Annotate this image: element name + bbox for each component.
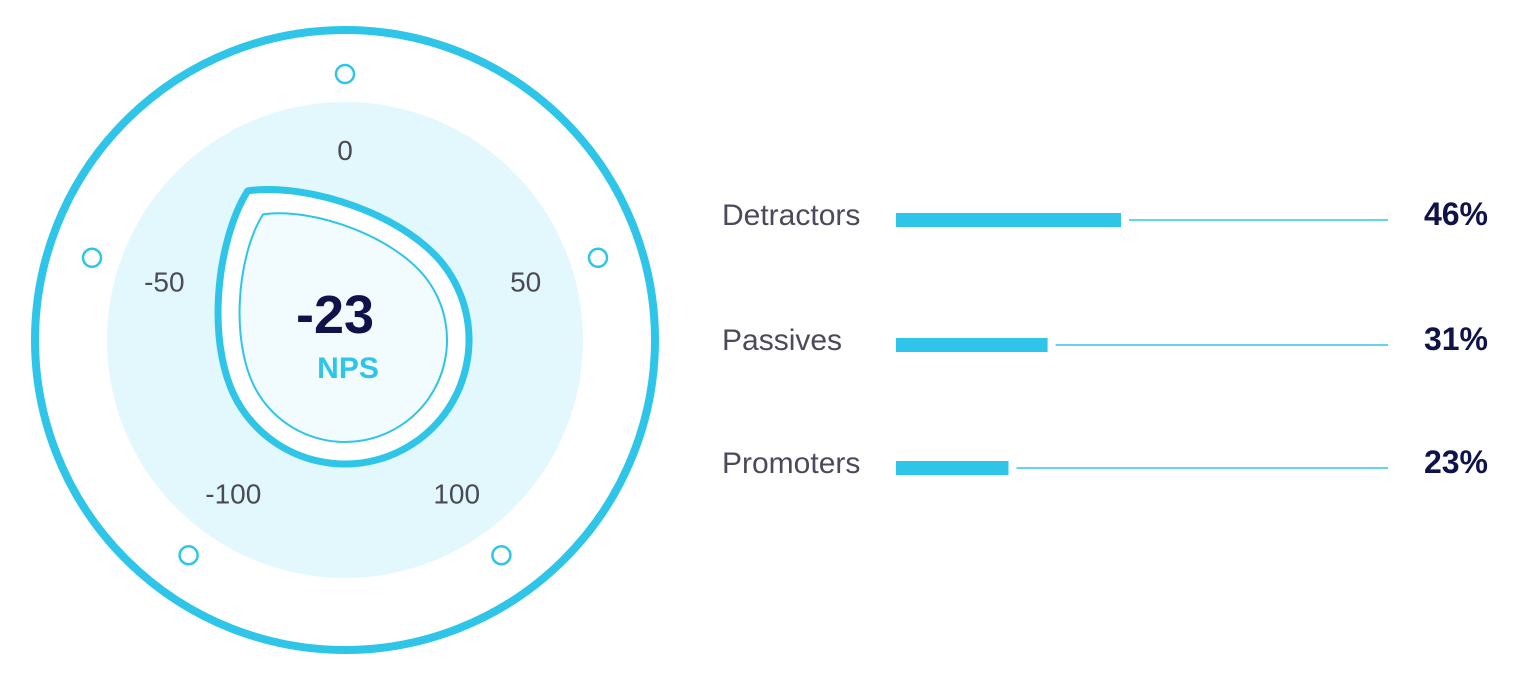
- segment-bar: [896, 338, 1048, 352]
- nps-gauge: 0 50 100 -100 -50 -23 NPS: [31, 26, 659, 654]
- segment-bar: [896, 213, 1121, 227]
- gauge-tick-dot: [178, 544, 199, 566]
- gauge-tick-dot: [491, 544, 512, 566]
- gauge-tick-dot: [587, 247, 609, 269]
- gauge-pointer: [214, 186, 473, 468]
- segment-label: Passives: [722, 324, 842, 357]
- segment-bar: [896, 461, 1009, 475]
- nps-score-value: -23: [296, 285, 374, 345]
- gauge-tick-label: -100: [205, 479, 261, 510]
- nps-segment-bars: Detractors 46% Passives 31% Promoters 23%: [722, 196, 1488, 480]
- gauge-tick-label: 100: [433, 479, 480, 510]
- gauge-tick-labels: 0 50 100 -100 -50: [144, 135, 541, 510]
- segment-value: 46%: [1424, 196, 1488, 232]
- gauge-pointer-inner-outline: [238, 212, 449, 444]
- gauge-tick-label: 50: [510, 266, 541, 297]
- segment-value: 23%: [1424, 444, 1488, 480]
- gauge-tick-label: -50: [144, 266, 184, 297]
- nps-score-unit: NPS: [317, 352, 379, 385]
- gauge-outer-ring: [31, 26, 659, 654]
- gauge-tick-label: 0: [337, 135, 353, 166]
- gauge-tick-dot: [81, 247, 103, 269]
- segment-label: Promoters: [722, 447, 860, 480]
- gauge-tick-dot: [334, 63, 356, 85]
- segment-value: 31%: [1424, 321, 1488, 357]
- gauge-tick-dots: [81, 63, 609, 566]
- segment-label: Detractors: [722, 199, 860, 232]
